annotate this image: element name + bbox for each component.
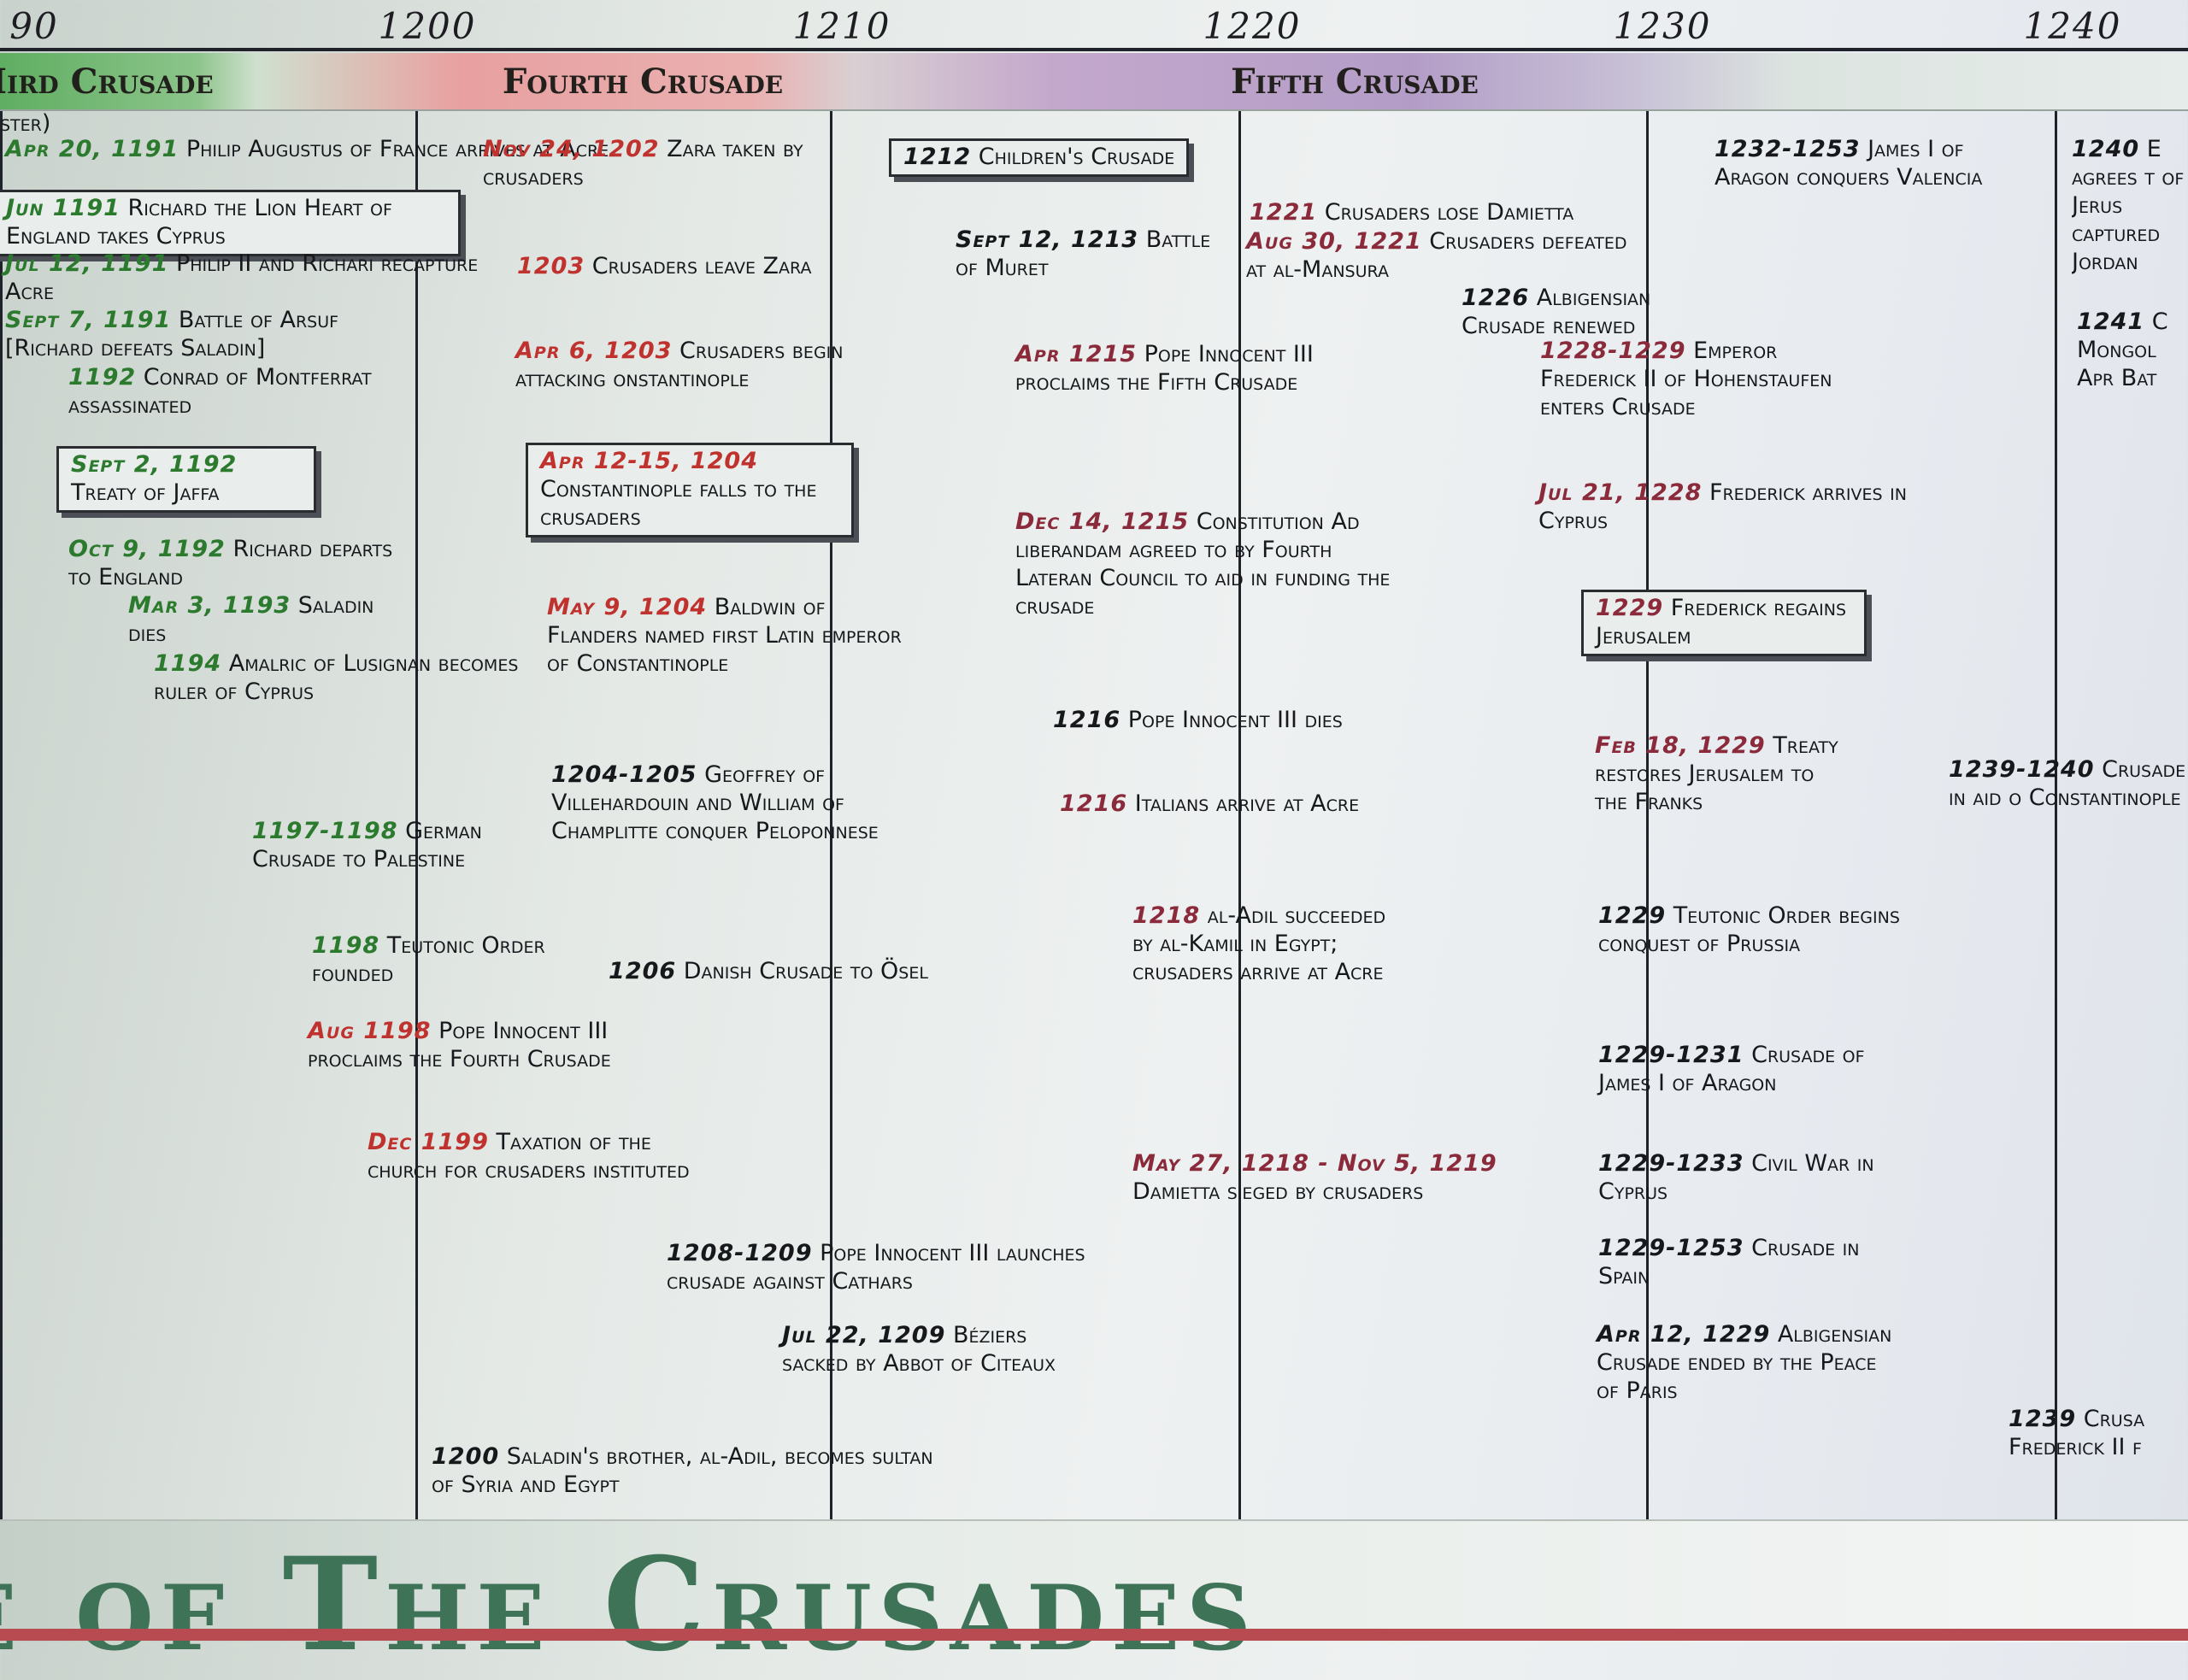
timeline-event: 1198 Teutonic Order founded	[312, 932, 545, 987]
timeline-event-boxed: Jun 1191 Richard the Lion Heart of Engla…	[0, 190, 461, 256]
timeline-event: 1192 Conrad of Montferrat assassinated	[68, 364, 372, 419]
timeline-event-boxed: Apr 12-15, 1204 Constantinople falls to …	[526, 443, 854, 537]
decade-line	[0, 111, 3, 1521]
timeline-event: 1216 Italians arrive at Acre	[1060, 790, 1360, 817]
timeline-event: Apr 1215 Pope Innocent III proclaims the…	[1015, 341, 1314, 396]
timeline-event: ster)	[0, 110, 51, 137]
timeline-event: May 27, 1218 - Nov 5, 1219 Damietta sieg…	[1132, 1150, 1497, 1205]
timeline-event: Feb 18, 1229 Treaty restores Jerusalem t…	[1595, 732, 1838, 815]
footer-title: e of The Crusades	[0, 1530, 1258, 1680]
axis-line	[0, 48, 2188, 51]
timeline-event: 1228-1229 Emperor Frederick II of Hohens…	[1540, 338, 1832, 420]
timeline-event: 1239 Crusa Frederick II f	[2009, 1406, 2145, 1460]
timeline-event: 1218 al-Adil succeeded by al-Kamil in Eg…	[1132, 902, 1386, 985]
timeline-event: Aug 30, 1221 Crusaders defeated at al-Ma…	[1246, 228, 1627, 283]
year-label: 1220	[1203, 5, 1302, 47]
timeline-event: Jul 12, 1191 Philip II and Richari recap…	[5, 250, 479, 305]
timeline-event: 1197-1198 German Crusade to Palestine	[252, 818, 482, 872]
footer-band	[0, 1519, 2188, 1642]
year-label: 1230	[1613, 5, 1712, 47]
timeline-event: Sept 12, 1213 Battle of Muret	[956, 226, 1211, 281]
timeline-event: 1204-1205 Geoffrey of Villehardouin and …	[551, 761, 879, 844]
timeline-event: 1203 Crusaders leave Zara	[517, 253, 812, 279]
era-fourth-crusade: Fourth Crusade	[502, 62, 784, 102]
era-band: Hird Crusade Fourth Crusade Fifth Crusad…	[0, 53, 2188, 111]
timeline-event: 1226 Albigensian Crusade renewed	[1462, 285, 1651, 339]
timeline-event: 1229-1233 Civil War in Cyprus	[1598, 1150, 1874, 1205]
timeline-event: 1239-1240 Crusade in aid o Constantinopl…	[1949, 756, 2186, 811]
timeline-event: 1194 Amalric of Lusignan becomes ruler o…	[154, 650, 519, 705]
decade-line	[415, 111, 418, 1521]
era-fifth-crusade: Fifth Crusade	[1231, 62, 1479, 102]
year-axis: 90 1200 1210 1220 1230 1240	[0, 0, 2188, 53]
timeline-event-boxed: 1229 Frederick regains Jerusalem	[1581, 590, 1867, 656]
year-label: 90	[9, 5, 59, 47]
timeline-event: 1229-1231 Crusade of James I of Aragon	[1598, 1042, 1865, 1096]
year-label: 1210	[792, 5, 891, 47]
timeline-event: Nov 24, 1202 Zara taken by crusaders	[483, 136, 803, 191]
decade-line	[830, 111, 832, 1521]
timeline-event: 1200 Saladin's brother, al-Adil, becomes…	[432, 1443, 933, 1498]
timeline-event: Oct 9, 1192 Richard departs to England	[68, 536, 393, 590]
timeline-event: Jul 21, 1228 Frederick arrives in Cyprus	[1538, 479, 1907, 534]
timeline-event: Jul 22, 1209 Béziers sacked by Abbot of …	[782, 1322, 1056, 1377]
era-third-crusade: Hird Crusade	[0, 62, 214, 102]
timeline-event: 1232-1253 James I of Aragon conquers Val…	[1715, 136, 1983, 191]
timeline-event: May 9, 1204 Baldwin of Flanders named fi…	[547, 594, 902, 677]
timeline-event: Dec 1199 Taxation of the church for crus…	[368, 1129, 690, 1184]
year-label: 1200	[378, 5, 477, 47]
decade-line	[1646, 111, 1649, 1521]
timeline-event-boxed: Sept 2, 1192 Treaty of Jaffa	[56, 446, 316, 513]
timeline-event: Apr 12, 1229 Albigensian Crusade ended b…	[1597, 1321, 1892, 1404]
timeline-event-boxed: 1212 Children's Crusade	[889, 138, 1190, 177]
timeline-event: 1229-1253 Crusade in Spain	[1598, 1235, 1860, 1289]
timeline-event: 1229 Teutonic Order begins conquest of P…	[1598, 902, 1900, 957]
timeline-event: Dec 14, 1215 Constitution Ad liberandam …	[1015, 508, 1391, 620]
decade-line	[1238, 111, 1241, 1521]
year-label: 1240	[2023, 5, 2122, 47]
timeline-event: Sept 7, 1191 Battle of Arsuf [Richard de…	[5, 307, 339, 361]
decade-line	[2055, 111, 2057, 1521]
footer-red-stripe	[0, 1629, 2188, 1641]
timeline-event: Mar 3, 1193 Saladin dies	[128, 592, 374, 647]
timeline-event: 1221 Crusaders lose Damietta	[1250, 199, 1574, 226]
timeline-event: 1216 Pope Innocent III dies	[1053, 707, 1343, 733]
timeline-event: 1206 Danish Crusade to Ösel	[609, 958, 928, 984]
timeline-event: Apr 20, 1191 Philip Augustus of France a…	[5, 136, 609, 162]
timeline-event: 1241 C Mongol Apr Bat	[2077, 308, 2168, 391]
timeline-event: 1240 E agrees t of Jerus captured Jordan	[2072, 136, 2185, 275]
timeline-event: Aug 1198 Pope Innocent III proclaims the…	[308, 1018, 611, 1072]
timeline-event: 1208-1209 Pope Innocent III launches cru…	[667, 1240, 1085, 1295]
timeline-event: Apr 6, 1203 Crusaders begin attacking on…	[515, 338, 844, 392]
